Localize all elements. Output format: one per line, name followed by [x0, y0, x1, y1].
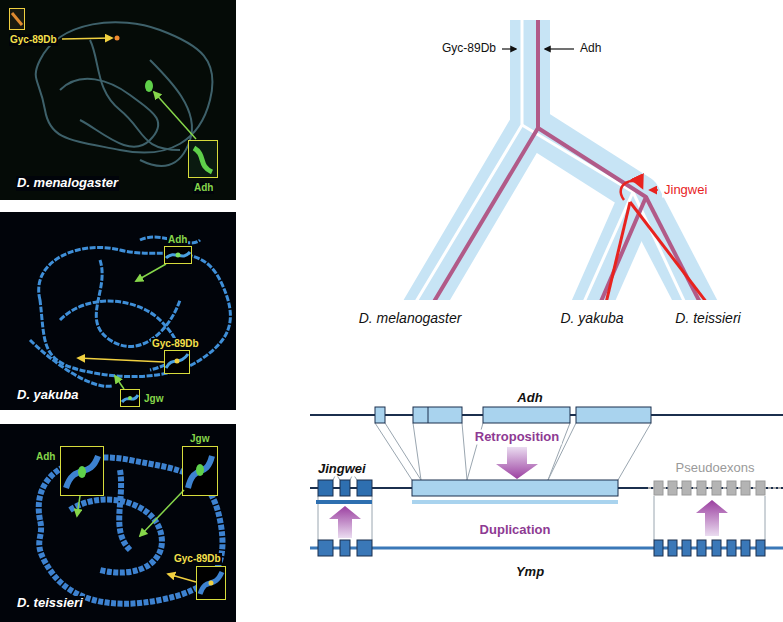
gene-name: Ymp: [514, 565, 546, 580]
species-name: D. yakuba: [16, 388, 79, 403]
inset-box: Gyc-89Db: [9, 8, 25, 30]
gene-label: Gyc-89Db: [173, 553, 222, 565]
gene-label: Adh: [35, 451, 56, 463]
gene-label: Gyc-89Db: [9, 34, 58, 46]
gene-label: Adh: [167, 234, 188, 246]
species-name: D. menalogaster: [16, 176, 119, 191]
gene-label: Jgw: [143, 393, 164, 405]
micrograph-panel: D. teissieri Adh JgwGyc-89Db: [0, 424, 236, 622]
gene-label: Adh: [193, 182, 214, 194]
gene-name: Pseudoexons: [674, 461, 757, 476]
gene-name: Adh: [515, 391, 544, 406]
micrograph-panel: D. yakuba AdhGyc-89DbJgw: [0, 212, 236, 410]
species-name: D. teissieri: [16, 596, 84, 611]
inset-box: Adh: [60, 446, 104, 496]
inset-box: Gyc-89Db: [196, 566, 226, 600]
gene-name: Jingwei: [316, 462, 368, 477]
gene-label: Jgw: [189, 433, 210, 445]
species-label: D. yakuba: [558, 310, 625, 326]
gene-label: Jingwei: [662, 183, 709, 198]
inset-box: Gyc-89Db: [164, 350, 190, 374]
gene-label: Gyc-89Db: [440, 42, 498, 56]
inset-box: Adh: [164, 246, 192, 264]
inset-box: Jgw: [182, 446, 218, 496]
gene-label: Adh: [578, 42, 603, 56]
process-label: Retroposition: [473, 430, 562, 445]
species-label: D. melanogaster: [357, 310, 464, 326]
inset-box: Adh: [188, 140, 218, 178]
gene-label: Gyc-89Db: [151, 338, 200, 350]
micrograph-panel: D. menalogaster Gyc-89DbAdh: [0, 0, 236, 200]
inset-box: Jgw: [120, 389, 140, 407]
process-label: Duplication: [478, 523, 553, 538]
species-label: D. teissieri: [673, 310, 742, 326]
